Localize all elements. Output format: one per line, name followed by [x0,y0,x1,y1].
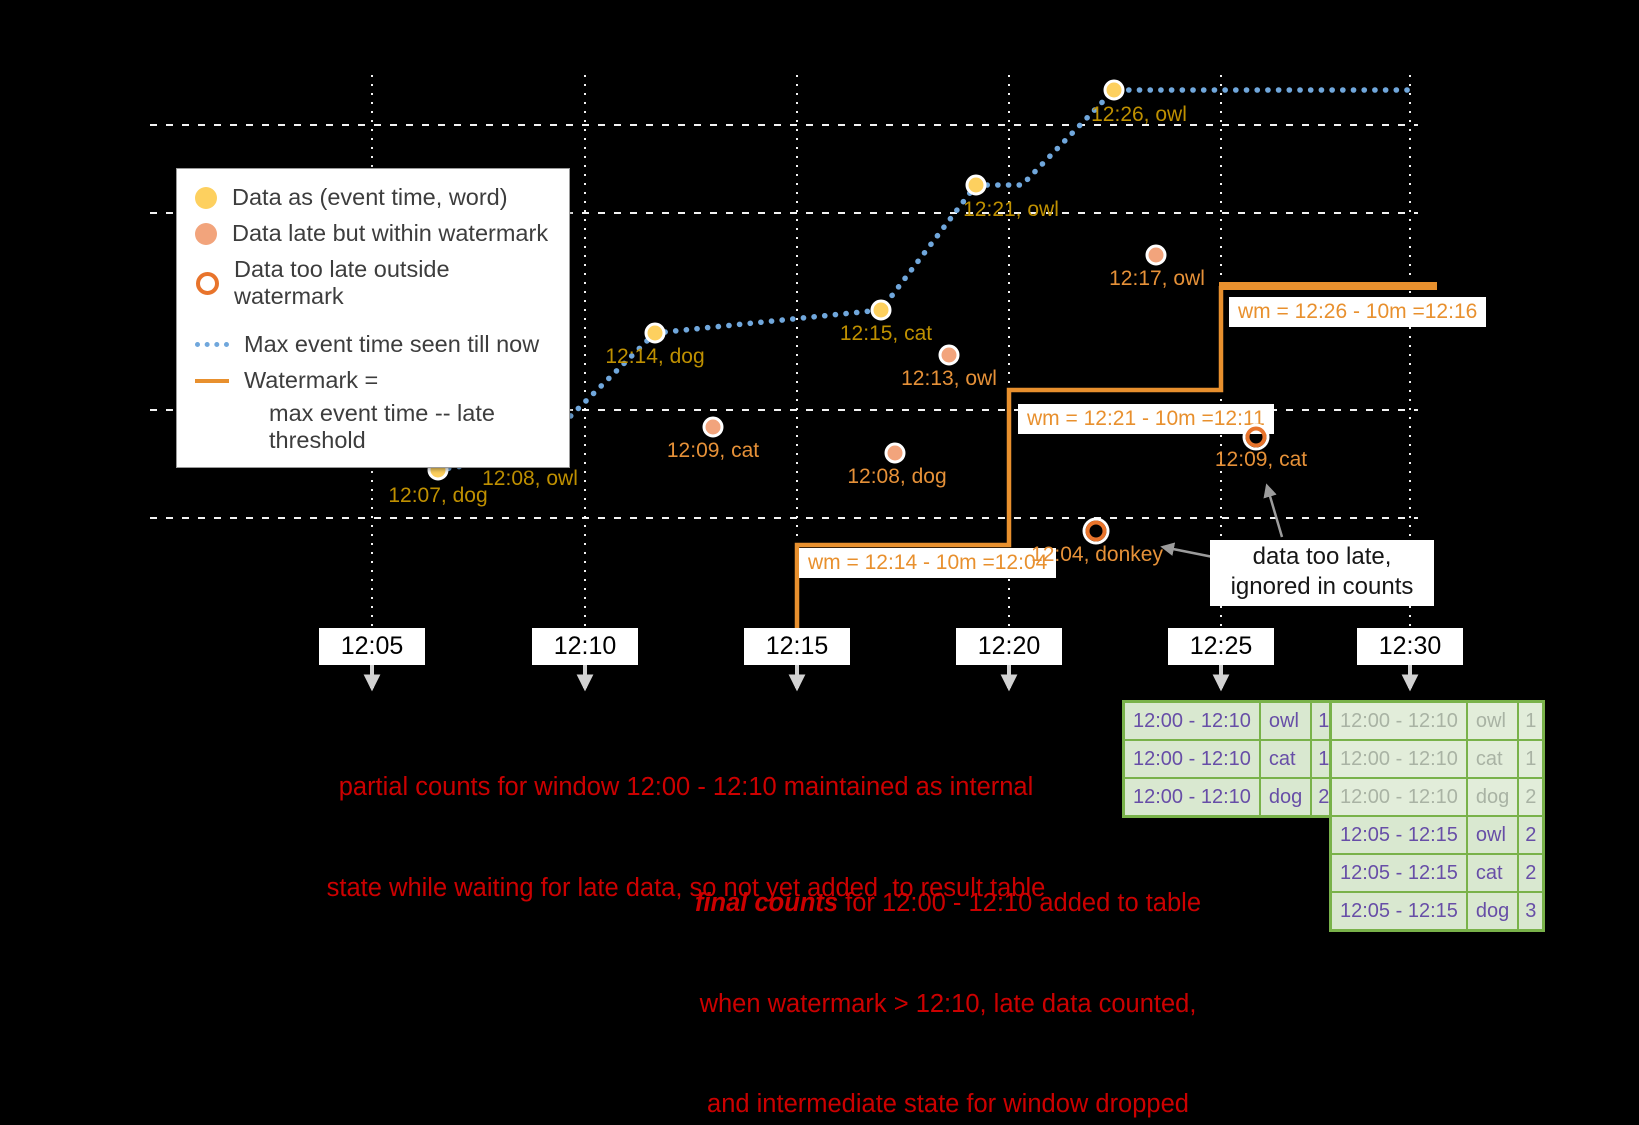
table-row-faded: 12:00 - 12:10 dog 2 [1329,777,1545,817]
cell-word: dog [1258,777,1313,818]
point-label: 12:13, owl [901,367,997,390]
point-label: 12:08, dog [847,465,947,488]
note-line: data too late, [1252,543,1392,570]
result-table-1225: 12:00 - 12:10 owl 1 12:00 - 12:10 cat 1 … [1122,700,1339,818]
legend-label: Data as (event time, word) [232,184,508,210]
axis-tick: 12:05 [319,628,425,665]
watermark-label: wm = 12:26 - 10m =12:16 [1229,297,1487,327]
late-point [938,344,960,366]
cell-word: owl [1465,815,1520,855]
table-row: 12:00 - 12:10 owl 1 [1122,700,1338,741]
annotation-final-counts: final counts for 12:00 - 12:10 added to … [695,820,1201,1125]
tick-arrow-icons [363,665,1419,692]
on-time-point [1103,79,1125,101]
axis-tick: 12:25 [1168,628,1274,665]
arrow-to-donkey-icon [1160,542,1214,559]
on-time-dot-icon [195,186,217,209]
late-point [884,442,906,464]
cell-count: 2 [1517,853,1545,893]
axis-tick: 12:15 [744,628,850,665]
point-label: 12:21, owl [963,198,1059,221]
legend-item-watermark: Watermark = [195,367,551,394]
on-time-point [644,322,666,344]
arrow-to-late-cat-icon [1263,483,1284,538]
cell-word: dog [1465,777,1520,817]
on-time-point [870,299,892,321]
table-row-faded: 12:00 - 12:10 owl 1 [1329,700,1545,741]
cell-window: 12:00 - 12:10 [1329,739,1468,779]
point-label: 12:17, owl [1109,267,1205,290]
annotation-partial-counts: partial counts for window 12:00 - 12:10 … [327,704,1046,972]
annotation-line: state while waiting for late data, so no… [326,873,1046,902]
cell-window: 12:05 - 12:15 [1329,891,1468,932]
too-late-point [1245,426,1267,448]
legend-label: Max event time seen till now [244,331,540,357]
table-row-faded: 12:00 - 12:10 cat 1 [1329,739,1545,779]
legend-item-late: Data late but within watermark [195,220,551,247]
table-row: 12:05 - 12:15 cat 2 [1329,853,1545,893]
cell-window: 12:05 - 12:15 [1329,853,1468,893]
legend-item-max-event-line: Max event time seen till now [195,331,551,358]
result-table-1230: 12:00 - 12:10 owl 1 12:00 - 12:10 cat 1 … [1329,700,1546,932]
annotation-line-rest: for 12:00 - 12:10 added to table [838,889,1202,917]
point-label: 12:04, donkey [1031,543,1163,566]
cell-word: owl [1258,700,1313,741]
cell-window: 12:00 - 12:10 [1329,700,1468,741]
cell-count: 3 [1517,891,1545,932]
point-label: 12:09, cat [666,439,760,462]
table-row: 12:00 - 12:10 dog 2 [1122,777,1338,818]
watermark-label: wm = 12:21 - 10m =12:11 [1018,404,1274,434]
legend-label: Data too late outside watermark [234,256,450,309]
too-late-note: data too late, ignored in counts [1210,540,1434,606]
axis-tick: 12:30 [1357,628,1463,665]
cell-count: 1 [1517,700,1545,741]
too-late-point [1085,520,1107,542]
late-dot-icon [195,222,217,245]
annotation-line: partial counts for window 12:00 - 12:10 … [338,773,1034,801]
cell-count: 2 [1517,815,1545,855]
watermark-label: wm = 12:14 - 10m =12:04 [799,548,1057,578]
annotation-line: when watermark > 12:10, late data counte… [699,989,1197,1018]
point-label: 12:26, owl [1091,103,1187,126]
table-row: 12:00 - 12:10 cat 1 [1122,739,1338,779]
legend-item-too-late: Data too late outside watermark [195,256,551,310]
point-label: 12:14, dog [605,345,705,368]
cell-word: owl [1465,700,1520,741]
solid-line-icon [195,378,229,383]
cell-window: 12:00 - 12:10 [1122,777,1261,818]
cell-window: 12:00 - 12:10 [1122,739,1261,779]
final-counts-emphasis: final counts [694,889,839,917]
note-line: ignored in counts [1230,573,1414,600]
table-row: 12:05 - 12:15 dog 3 [1329,891,1545,932]
cell-count: 2 [1517,777,1545,817]
legend-watermark-definition: max event time -- late threshold [269,400,495,453]
cell-word: cat [1465,739,1520,779]
cell-window: 12:00 - 12:10 [1122,700,1261,741]
late-point [1145,244,1167,266]
cell-window: 12:00 - 12:10 [1329,777,1468,817]
point-label: 12:09, cat [1214,448,1308,471]
cell-word: cat [1465,853,1520,893]
too-late-ring-icon [196,271,219,295]
point-label: 12:08, owl [482,467,578,490]
axis-tick: 12:10 [532,628,638,665]
annotation-line: final counts for 12:00 - 12:10 added to … [695,887,1201,921]
on-time-point [965,174,987,196]
point-label: 12:07, dog [388,484,488,507]
axis-tick: 12:20 [956,628,1062,665]
annotation-line: and intermediate state for window droppe… [707,1090,1189,1118]
dotted-line-icon [195,342,229,347]
point-label: 12:15, cat [839,322,933,345]
legend: Data as (event time, word) Data late but… [176,168,570,468]
table-row: 12:05 - 12:15 owl 2 [1329,815,1545,855]
cell-word: dog [1465,891,1520,932]
legend-label: Watermark = [244,367,379,393]
cell-count: 1 [1517,739,1545,779]
cell-window: 12:05 - 12:15 [1329,815,1468,855]
late-point [702,416,724,438]
cell-word: cat [1258,739,1313,779]
legend-item-on-time: Data as (event time, word) [195,184,551,211]
legend-label: Data late but within watermark [232,220,549,246]
